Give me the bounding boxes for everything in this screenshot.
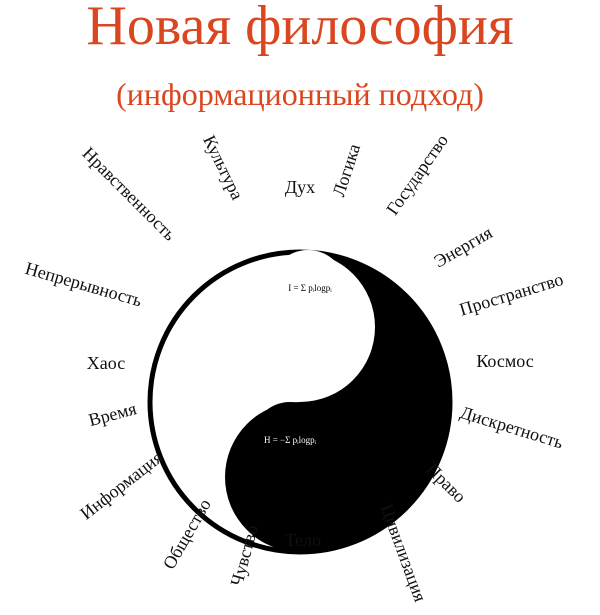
page-title: Новая философия bbox=[86, 0, 514, 57]
black-dot bbox=[252, 402, 328, 478]
concept-label: Дискретность bbox=[458, 402, 566, 452]
page-subtitle: (информационный подход) bbox=[116, 76, 484, 112]
yin-yang-symbol: I = Σ pᵢlogpᵢ H = −Σ pᵢlogpᵢ bbox=[147, 249, 453, 555]
concept-label: Общество bbox=[159, 495, 215, 572]
concept-label: Логика bbox=[328, 141, 364, 199]
white-dot-formula: I = Σ pᵢlogpᵢ bbox=[288, 283, 332, 293]
concept-label: Право bbox=[422, 459, 470, 507]
concept-label: Культура bbox=[199, 132, 247, 203]
black-half bbox=[225, 252, 450, 552]
concept-label: Нравственность bbox=[79, 143, 180, 244]
concept-label: Непрерывность bbox=[23, 258, 144, 310]
concept-label: Космос bbox=[476, 351, 533, 371]
white-dot bbox=[270, 250, 346, 326]
concept-label: Информация bbox=[76, 447, 166, 524]
black-dot-formula: H = −Σ pᵢlogpᵢ bbox=[264, 435, 317, 445]
concept-label: Энергия bbox=[430, 222, 495, 271]
concept-label: Время bbox=[86, 398, 138, 430]
concept-label: Тело bbox=[285, 530, 321, 550]
concept-label: Дух bbox=[285, 177, 315, 197]
concept-label: Государство bbox=[382, 131, 452, 219]
concept-label: Пространство bbox=[457, 269, 566, 320]
concept-label: Хаос bbox=[87, 353, 125, 373]
concept-label: Цивилизация bbox=[377, 502, 431, 605]
